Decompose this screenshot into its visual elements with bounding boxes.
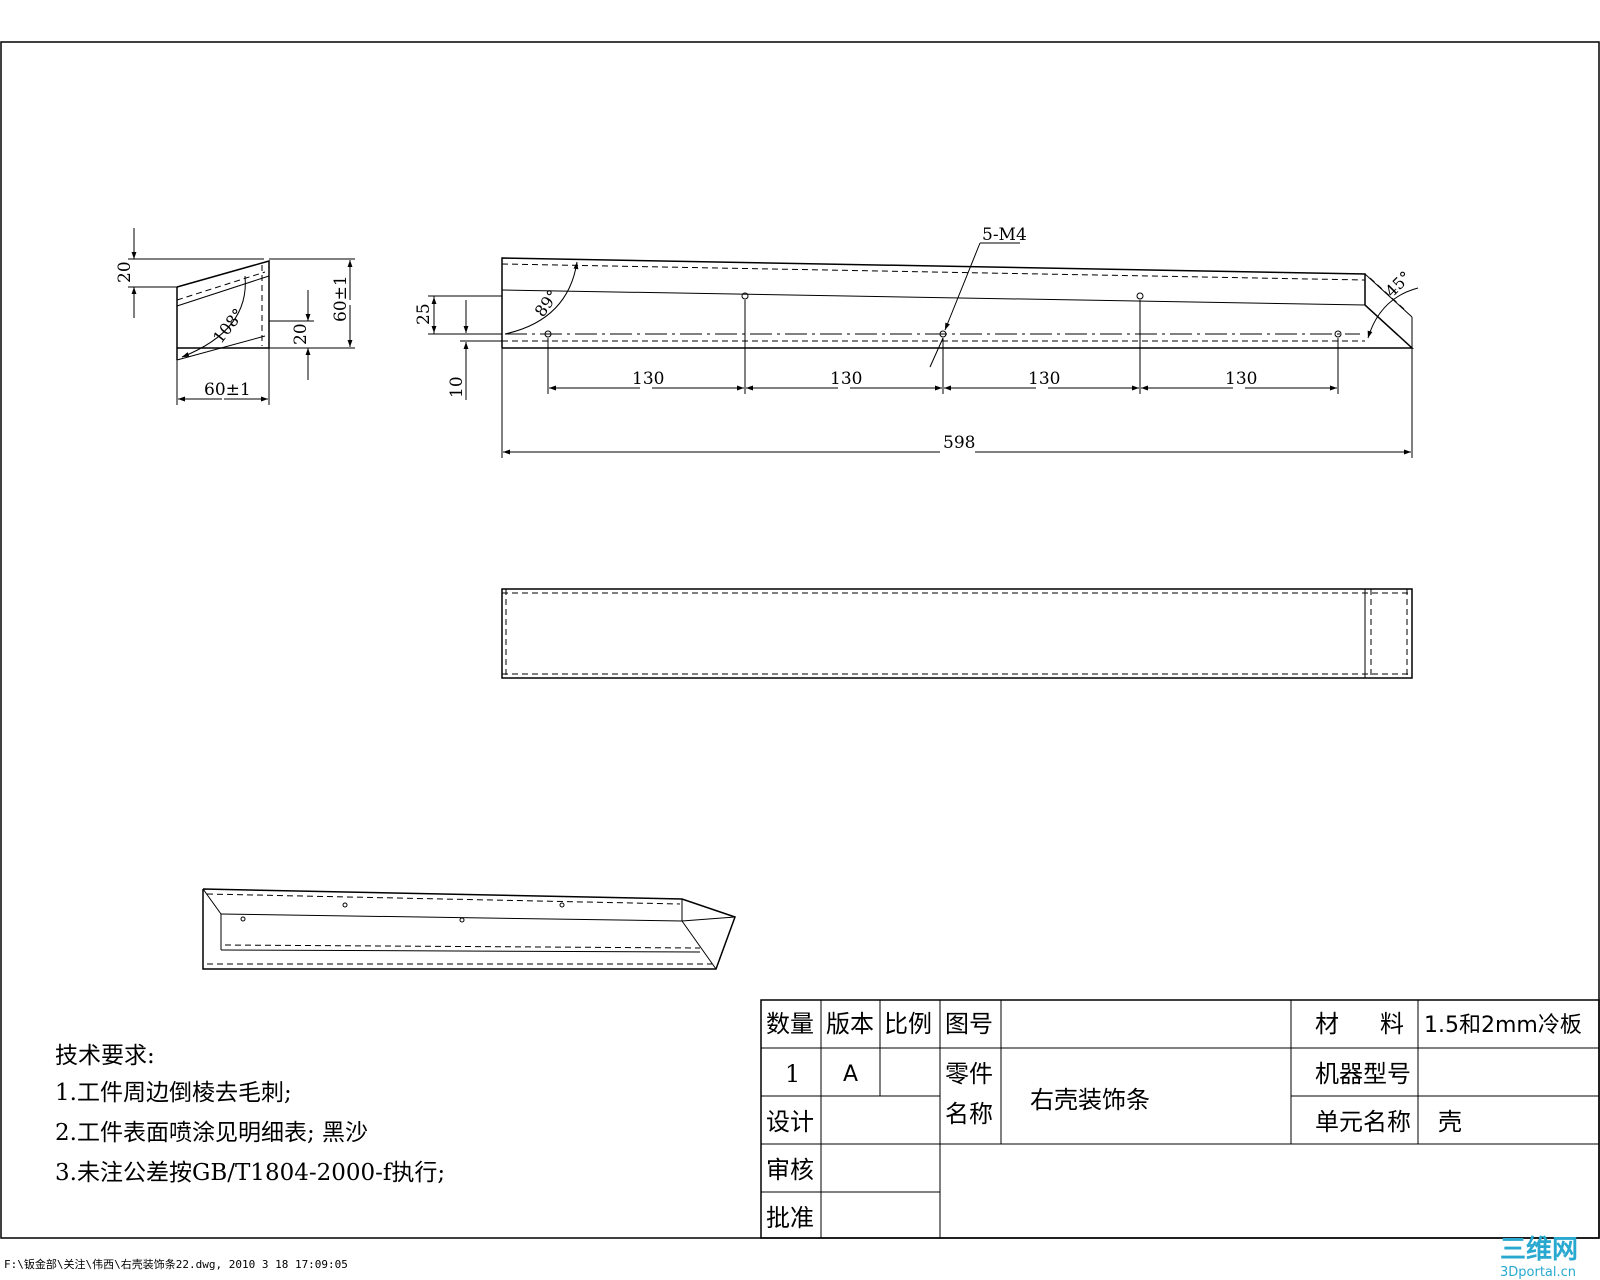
front-dim-left-upper: 25 [414, 303, 434, 325]
front-view: 89° 45° 5-M4 25 10 130 [414, 225, 1419, 458]
material-value: 1.5和2mm冷板 [1424, 1013, 1582, 1038]
qty-value: 1 [785, 1060, 800, 1088]
watermark-logo: 三维网 3Dportal.cn [1500, 1234, 1578, 1280]
version-value: A [843, 1062, 858, 1087]
side-angle: 108° [209, 305, 248, 347]
note-3: 3.未注公差按GB/T1804-2000-f执行; [55, 1160, 445, 1186]
technical-notes: 技术要求: 1.工件周边倒棱去毛刺; 2.工件表面喷涂见明细表; 黑沙 3.未注… [55, 1043, 445, 1186]
unit-name-label: 单元名称 [1315, 1108, 1411, 1136]
review-label: 审核 [766, 1156, 814, 1184]
spacing-2: 130 [830, 369, 862, 389]
front-angle-right: 45° [1381, 267, 1414, 300]
side-dim-right: 20 [291, 323, 311, 345]
spacing-1: 130 [632, 369, 664, 389]
overall-length: 598 [943, 433, 975, 453]
version-label: 版本 [826, 1010, 874, 1038]
file-path: F:\钣金部\关注\伟西\右壳装饰条22.dwg, 2010 3 18 17:0… [4, 1257, 348, 1271]
drawing-border [0, 41, 1600, 1239]
material-label-2: 料 [1380, 1010, 1404, 1038]
note-2: 2.工件表面喷涂见明细表; 黑沙 [55, 1120, 368, 1146]
scale-label: 比例 [884, 1010, 932, 1038]
front-dim-left-lower: 10 [447, 376, 467, 398]
spacing-3: 130 [1028, 369, 1060, 389]
thread-callout: 5-M4 [982, 225, 1027, 245]
notes-heading: 技术要求: [55, 1043, 155, 1069]
material-label-1: 材 [1315, 1010, 1339, 1038]
design-label: 设计 [766, 1108, 814, 1136]
isometric-view [202, 888, 736, 970]
side-view: 108° 20 20 60±1 60±1 [115, 228, 355, 405]
qty-label: 数量 [766, 1010, 814, 1038]
side-dim-width: 60±1 [204, 380, 251, 400]
part-label-1: 零件 [945, 1060, 993, 1088]
watermark-main: 三维网 [1500, 1234, 1578, 1265]
note-1: 1.工件周边倒棱去毛刺; [55, 1080, 292, 1106]
side-dim-height: 60±1 [331, 275, 351, 322]
side-dim-top: 20 [115, 261, 135, 283]
unit-name-value: 壳 [1438, 1108, 1462, 1136]
part-name: 右壳装饰条 [1030, 1086, 1150, 1114]
title-block: 数量 版本 比例 图号 材 料 1.5和2mm冷板 1 A 零件 名称 右壳装饰… [760, 999, 1600, 1239]
machine-model-label: 机器型号 [1315, 1060, 1411, 1088]
watermark-sub: 3Dportal.cn [1500, 1265, 1576, 1280]
part-label-2: 名称 [945, 1100, 993, 1128]
drawing-no-label: 图号 [945, 1010, 993, 1038]
top-view [501, 588, 1413, 679]
spacing-4: 130 [1225, 369, 1257, 389]
approve-label: 批准 [766, 1204, 814, 1232]
